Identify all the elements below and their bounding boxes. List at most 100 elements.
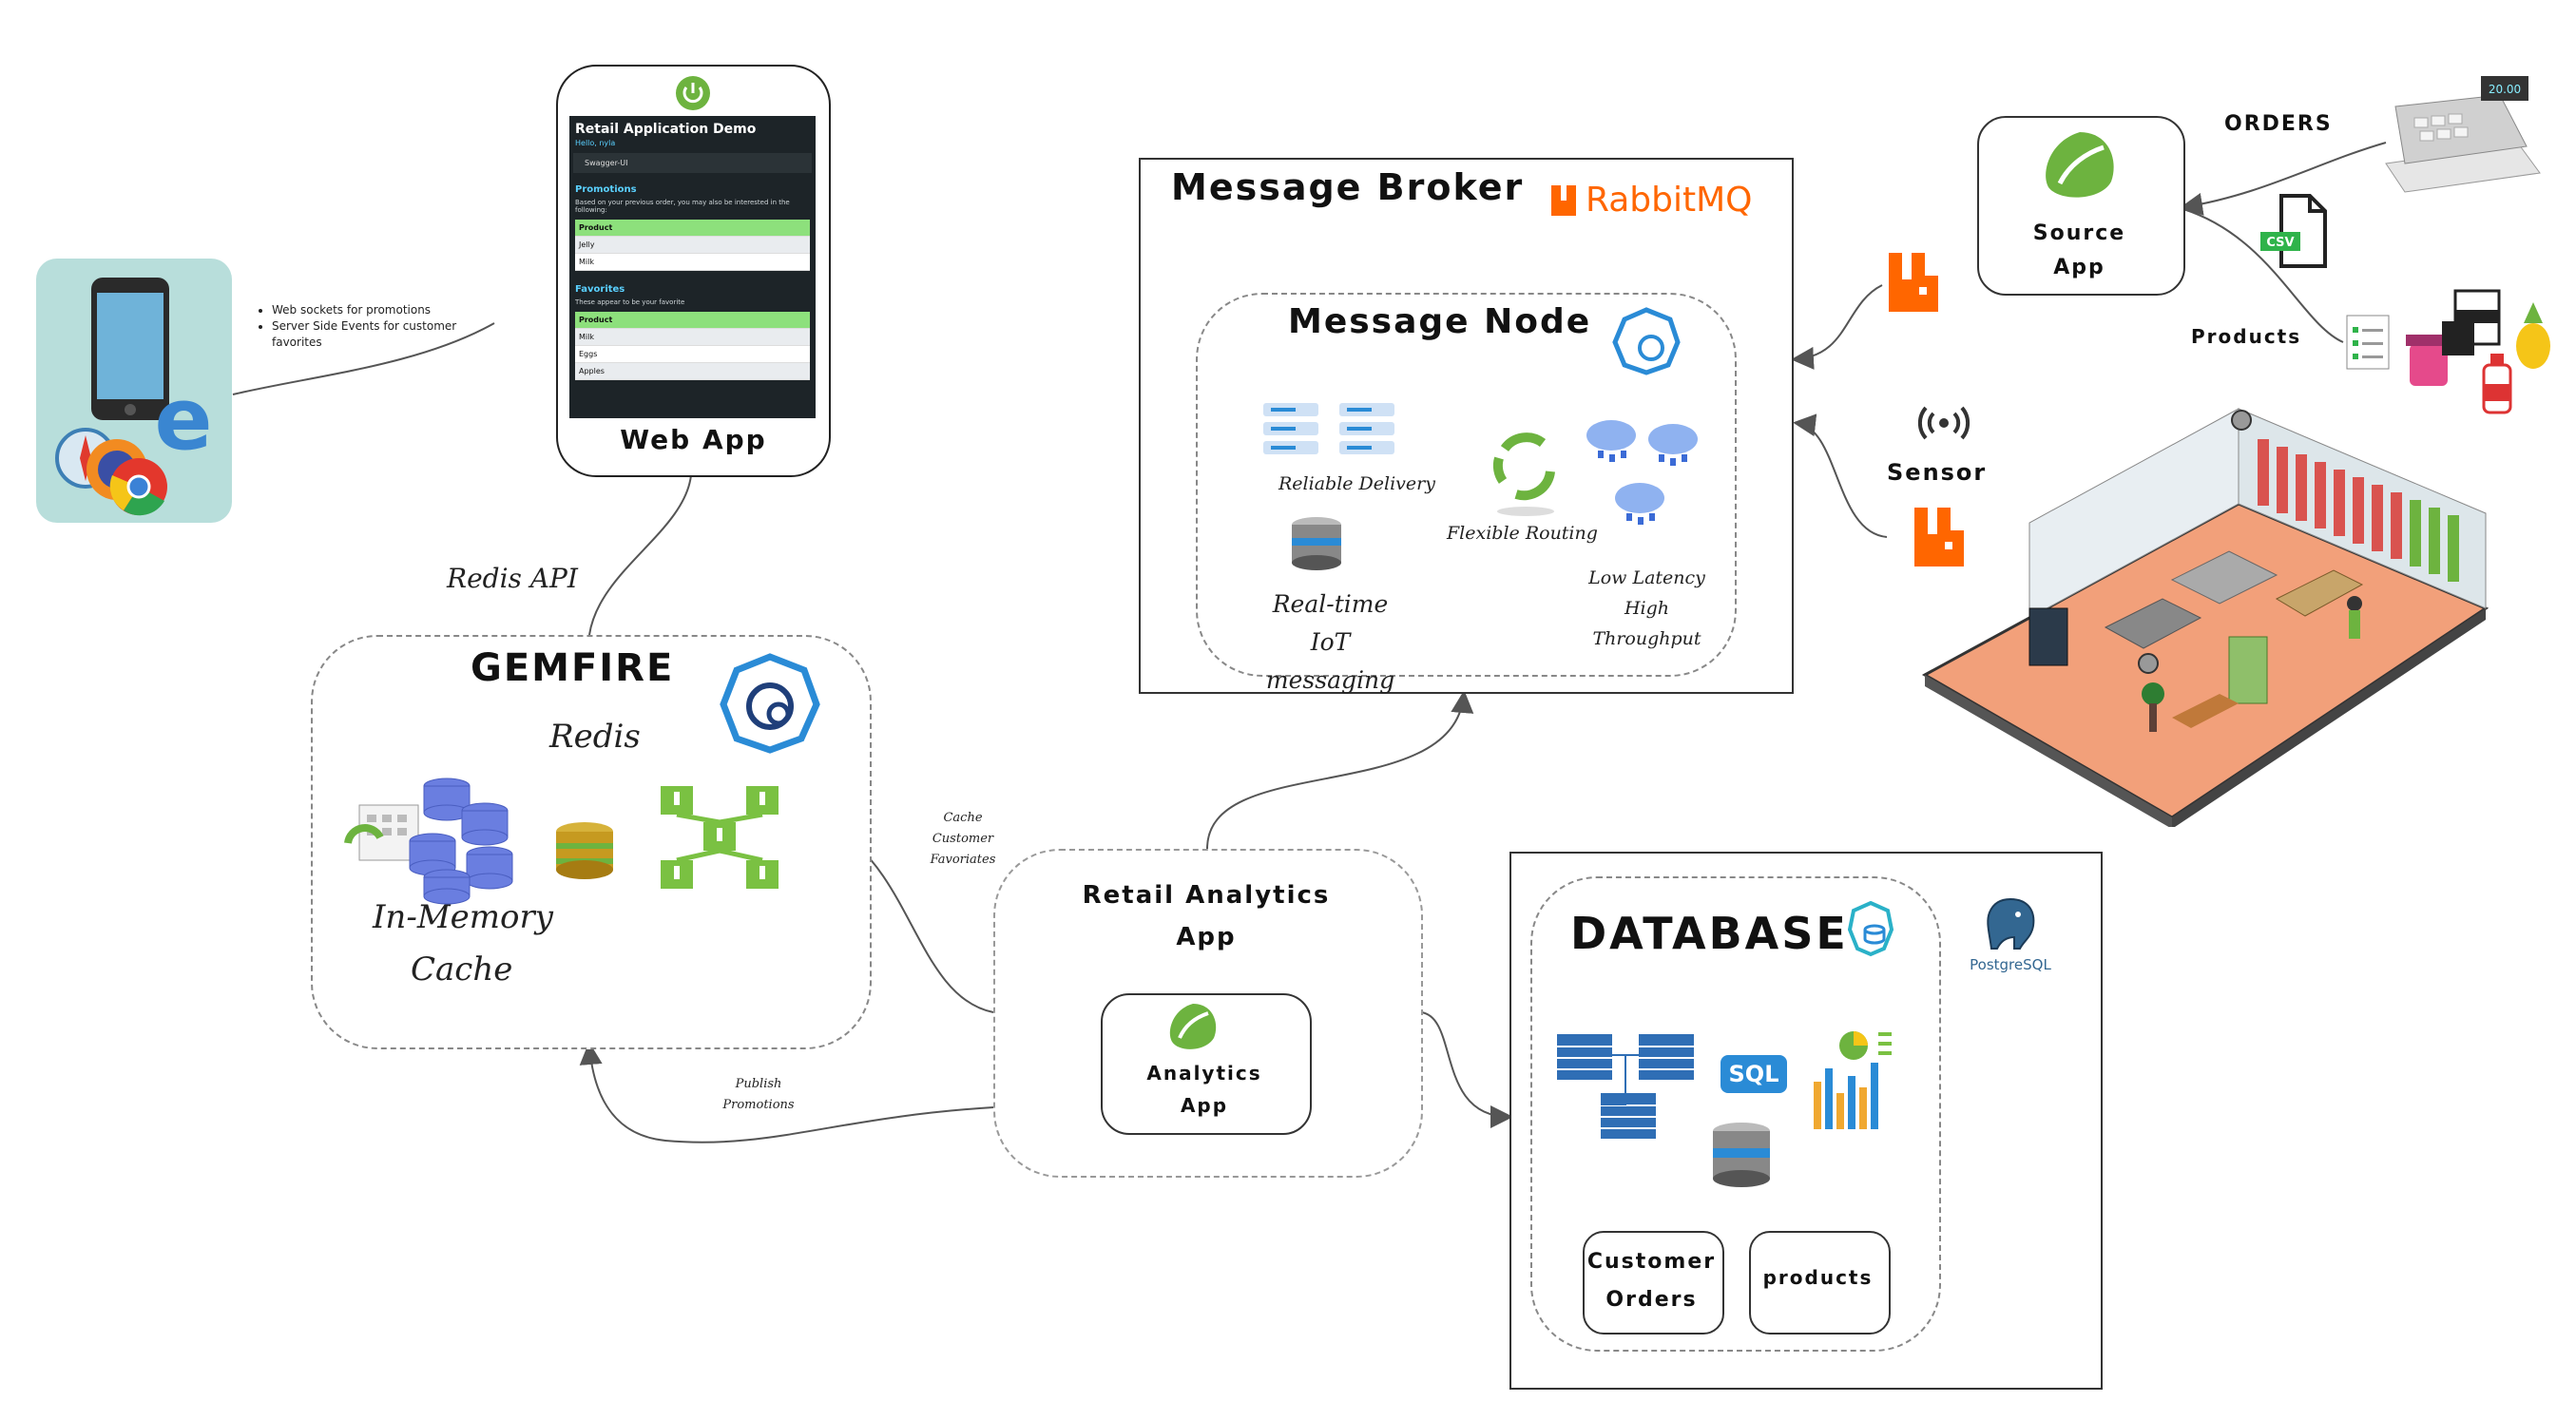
rabbitmq-logo-text: RabbitMQ <box>1586 181 1753 220</box>
pineapple-icon <box>2516 302 2550 369</box>
publish-promotions-label: Publish Promotions <box>722 1077 795 1112</box>
redis-api-label: Redis API <box>447 563 578 594</box>
source-app-label: Source App <box>2032 221 2126 279</box>
source-rabbit-to-broker-arrow <box>1791 284 1883 370</box>
db-server-icon <box>1292 517 1341 570</box>
cache-label-line2: Cache <box>411 951 513 989</box>
cloud-database-icon <box>1586 420 1698 513</box>
analytics-app-box <box>1101 993 1312 1135</box>
database-logo-icon <box>1848 901 1894 957</box>
devices-to-webapp-line <box>232 322 495 395</box>
rabbitmq-sensor-icon <box>1914 508 1964 567</box>
gemfire-title: GEMFIRE <box>471 646 675 690</box>
csv-file-icon: CSV <box>2260 194 2327 268</box>
promotion-item: Milk <box>575 254 810 271</box>
sql-badge-icon: SQL <box>1721 1055 1787 1093</box>
database-icons: SQL <box>1557 1031 1892 1187</box>
spring-leaf-icon <box>2046 132 2114 198</box>
milk-carton-icon <box>2442 289 2501 355</box>
gemfire-icons <box>344 778 779 905</box>
rabbitmq-connector-icon <box>1889 253 1938 312</box>
table-schema-icon <box>1557 1034 1694 1139</box>
alert-network-icon <box>661 786 779 889</box>
ie-icon: e <box>154 370 212 470</box>
products-table-box <box>1749 1231 1891 1335</box>
latency-label: Low Latency High Throughput <box>1588 567 1705 649</box>
favorites-text: These appear to be your favorite <box>575 298 685 306</box>
store-shelves <box>2258 439 2402 559</box>
database-cluster-icon <box>409 778 513 905</box>
db-cylinder-icon <box>1713 1123 1770 1187</box>
analytics-app-label: Analytics App <box>1146 1062 1262 1117</box>
favorite-item: Eggs <box>575 346 810 363</box>
web-app-label: Web App <box>620 424 767 455</box>
screen-title: Retail Application Demo <box>575 122 757 137</box>
favorites-header: Product <box>575 312 810 329</box>
realtime-label: Real-time IoT messaging <box>1265 590 1395 694</box>
retail-store-illustration <box>1921 408 2489 827</box>
grocery-products-icon <box>2346 289 2550 414</box>
postgresql-logo: PostgreSQL <box>1968 895 2053 973</box>
webapp-to-gemfire-line <box>588 474 692 636</box>
gemfire-logo-icon <box>720 653 820 754</box>
promotions-header: Product <box>575 220 810 237</box>
spring-power-icon <box>676 76 710 110</box>
postgresql-text: PostgreSQL <box>1970 956 2051 973</box>
message-node-icons <box>1263 403 1698 570</box>
calendar-sync-icon <box>344 804 419 861</box>
routing-recycle-icon <box>1492 432 1555 516</box>
screen-hello: Hello, nyla <box>575 139 616 147</box>
analytics-chart-icon <box>1814 1031 1892 1129</box>
analytics-to-broker-arrow <box>1206 690 1474 850</box>
products-label: Products <box>2191 325 2302 348</box>
promotion-item: Jelly <box>575 237 810 254</box>
message-node-title: Message Node <box>1288 302 1592 341</box>
promotions-text: Based on your previous order, you may al… <box>575 199 790 214</box>
orders-label: ORDERS <box>2224 112 2333 136</box>
publish-promotions-arrow <box>579 1042 994 1143</box>
web-app-phone: Retail Application Demo Hello, nyla Swag… <box>556 65 831 477</box>
message-node-logo-icon <box>1612 307 1681 375</box>
note-websockets: Web sockets for promotions <box>272 302 490 318</box>
spring-leaf-icon <box>1169 1004 1217 1049</box>
note-sse: Server Side Events for customer favorite… <box>272 318 490 351</box>
devices-illustration: e <box>55 278 213 516</box>
sensor-label: Sensor <box>1887 459 1988 486</box>
customer-orders-label: Customer Orders <box>1586 1250 1717 1312</box>
orders-to-source-arrow <box>2180 142 2387 216</box>
products-table-label: products <box>1762 1266 1874 1289</box>
sensor-broadcast-icon <box>1917 406 1970 440</box>
server-rack-icon <box>1263 403 1394 454</box>
flexible-routing-label: Flexible Routing <box>1447 523 1598 544</box>
barrel-database-icon <box>556 822 613 879</box>
reliable-delivery-label: Reliable Delivery <box>1278 473 1435 494</box>
database-title: DATABASE <box>1570 908 1849 959</box>
webapp-notes: Web sockets for promotions Server Side E… <box>255 302 490 351</box>
swagger-link[interactable]: Swagger-UI <box>573 153 812 173</box>
message-broker-title: Message Broker <box>1171 166 1525 208</box>
sql-badge-text: SQL <box>1729 1061 1779 1087</box>
retail-analytics-title: Retail Analytics App <box>1082 881 1331 951</box>
gemfire-subtitle: Redis <box>549 718 641 756</box>
sensor-rabbit-to-broker-arrow <box>1793 413 1888 538</box>
csv-badge-text: CSV <box>2266 236 2294 250</box>
client-devices: e <box>36 259 232 523</box>
customer-orders-box <box>1583 1231 1724 1335</box>
rabbitmq-logo: RabbitMQ <box>1549 181 1753 220</box>
checklist-icon <box>2346 315 2390 370</box>
cash-register-icon: 20.00 <box>2385 76 2541 193</box>
favorite-item: Apples <box>575 363 810 380</box>
favorite-item: Milk <box>575 329 810 346</box>
cache-favorites-label: Cache Customer Favoriates <box>930 811 996 867</box>
postgresql-elephant-icon <box>1987 897 2035 950</box>
products-to-source-line <box>2182 208 2344 343</box>
register-display: 20.00 <box>2489 83 2521 96</box>
cache-label-line1: In-Memory <box>373 898 553 936</box>
analytics-to-database-arrow <box>1420 1011 1513 1128</box>
bottle-icon <box>2482 354 2512 414</box>
promotions-title: Promotions <box>575 184 637 195</box>
jar-icon <box>2406 335 2451 386</box>
rabbitmq-icon <box>1551 184 1576 216</box>
web-app-screen: Retail Application Demo Hello, nyla Swag… <box>569 116 816 418</box>
